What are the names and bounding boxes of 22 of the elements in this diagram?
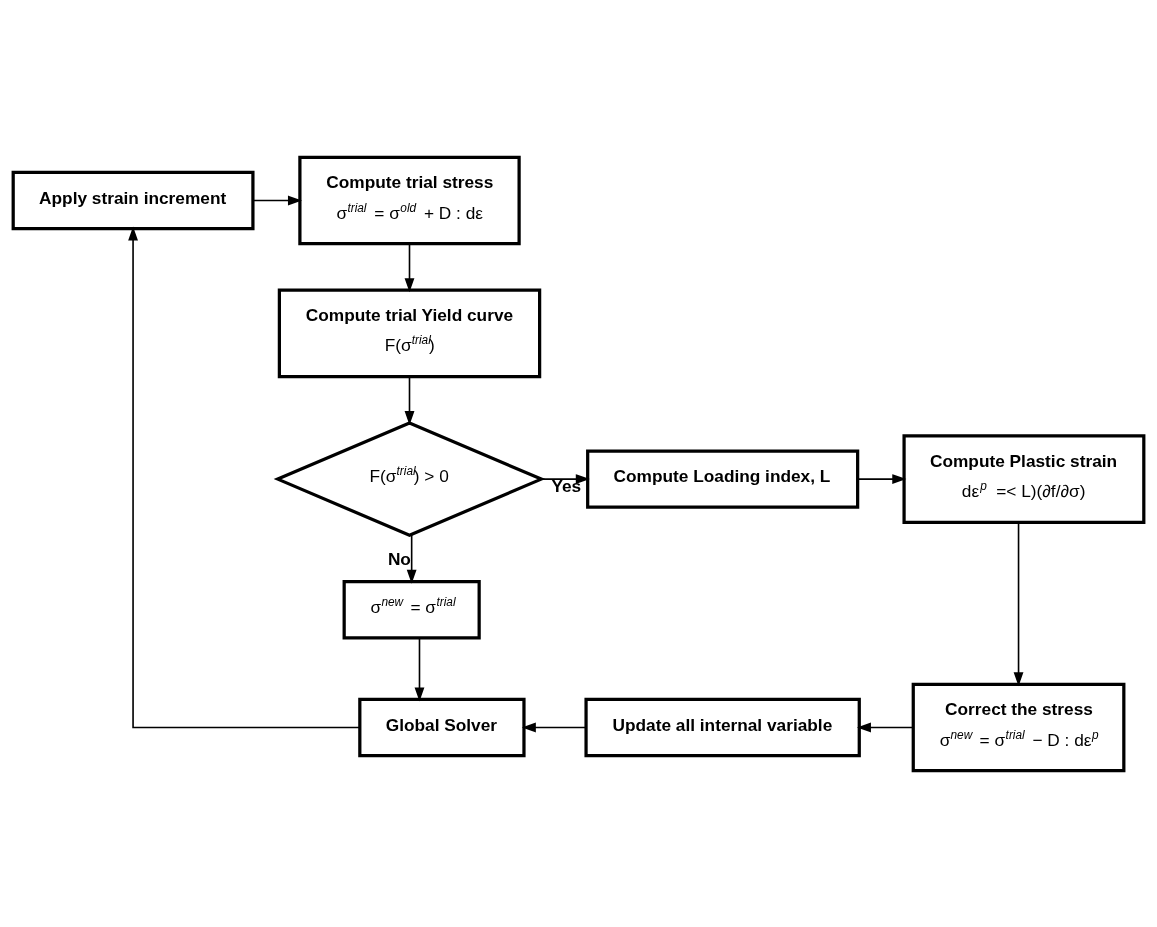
arrow (1013, 521, 1024, 686)
arrow (540, 473, 590, 484)
arrow (856, 722, 914, 732)
arrow (414, 636, 425, 702)
edge-label: No (387, 548, 411, 569)
node-box: σ$^{new}$ = σ$^{trial}$ (342, 579, 481, 639)
node-box: Compute trial stress σ$^{trial}$ = σ$^{old}$ + D : dε (298, 155, 521, 245)
edge-label: Yes (551, 475, 582, 496)
node-box: Global Solver (358, 697, 526, 757)
node-box: Compute trial Yield curve F(σ$^{trial}$) (277, 288, 542, 378)
node-box: Apply strain increment (11, 170, 255, 230)
node-box: Compute Plastic strain dε$^{p}$ =< L)(∂f/∂σ) (902, 433, 1146, 524)
arrow (128, 225, 361, 728)
arrow (521, 722, 587, 732)
node-box: Correct the stress σ$^{new}$ = σ$^{trial}$ − D : dε$^{p}$ (911, 682, 1126, 772)
arrow (252, 195, 303, 205)
arrow (404, 242, 415, 292)
node-box: Update all internal variable (584, 697, 861, 757)
arrow (404, 375, 415, 425)
arrow (406, 533, 417, 584)
node-box: Compute Loading index, L (586, 448, 860, 509)
arrow (857, 473, 907, 484)
